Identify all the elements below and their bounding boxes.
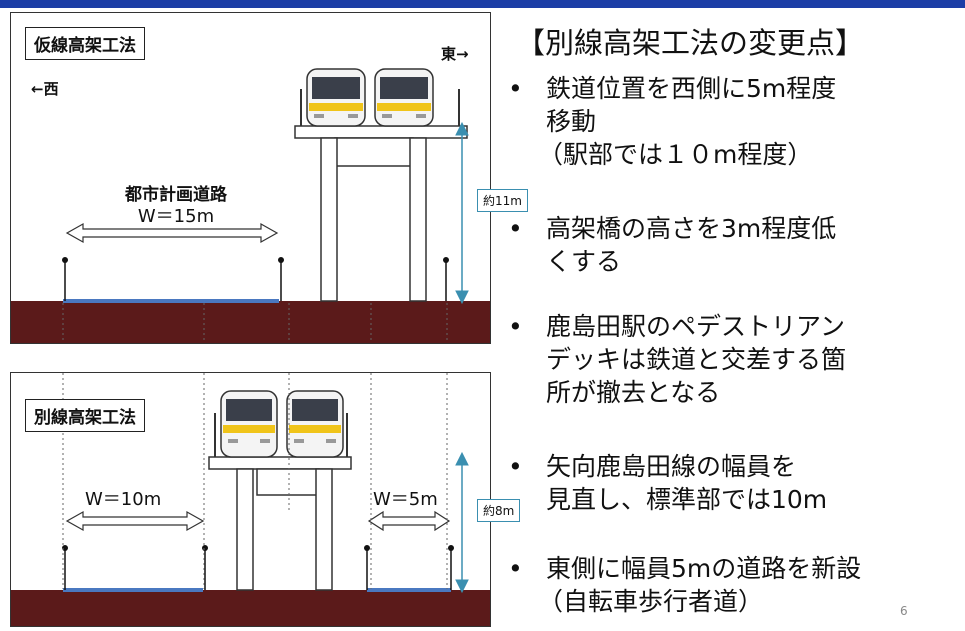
bullet-line: くする — [546, 247, 622, 276]
height-dimension-arrow — [455, 451, 469, 594]
viaduct-beam — [256, 468, 320, 496]
bullet-line: （駅部では１０m程度） — [538, 140, 813, 169]
method-label-temporary: 仮線高架工法 — [25, 27, 145, 60]
train-icon — [306, 68, 366, 127]
bullet-line: 矢向鹿島田線の幅員を — [546, 452, 797, 481]
bullet-mark: • — [508, 214, 523, 243]
bullet-mark: • — [508, 312, 523, 341]
road-width-top: W＝15m — [137, 206, 215, 227]
bullet-line: （自転車歩行者道） — [538, 587, 764, 616]
changes-text-column: 【別線高架工法の変更点】 • 鉄道位置を西側に5m程度 移動 （駅部では１０m程… — [494, 14, 960, 626]
west-direction-label: ←西 — [31, 80, 59, 98]
page-number: 6 — [900, 604, 908, 618]
viaduct-deck — [208, 456, 352, 470]
east-direction-label: 東→ — [441, 45, 469, 63]
road-name: 都市計画道路 W＝15m — [101, 185, 251, 227]
bullet-line: 移動 — [546, 107, 597, 136]
road-name-text: 都市計画道路 — [125, 185, 227, 205]
panel-temporary-line-method: 仮線高架工法 東→ ←西 都市計画道路 W＝15m 約11m — [10, 12, 528, 344]
road-width-arrow-left — [65, 510, 205, 532]
bullet-line: 東側に幅員5mの道路を新設 — [546, 554, 862, 583]
top-cross-section-drawing — [11, 68, 490, 343]
viaduct-pillar-left — [320, 137, 338, 302]
ground-strip — [11, 301, 490, 343]
viaduct-deck — [294, 125, 468, 139]
viaduct-pillar-left — [236, 468, 254, 591]
bullet-line: デッキは鉄道と交差する箇 — [546, 345, 847, 374]
bullet-line: 高架橋の高さを3m程度低 — [546, 214, 837, 243]
bullet-line: 見直し、標準部では10m — [546, 485, 828, 514]
viaduct-pillar-right — [409, 137, 427, 302]
train-icon — [286, 390, 344, 458]
viaduct-beam — [334, 137, 414, 167]
road-width-right: W＝5m — [373, 489, 438, 510]
method-label-separate: 別線高架工法 — [25, 399, 145, 432]
panel-separate-line-method: 別線高架工法 W＝10m W＝5m 約8m — [10, 372, 521, 627]
road-width-left: W＝10m — [85, 489, 162, 510]
bottom-cross-section-drawing — [11, 373, 490, 626]
ground-strip — [11, 590, 490, 626]
road-width-arrow — [65, 222, 279, 244]
height-label-11m: 約11m — [477, 189, 528, 212]
bullet-mark: • — [508, 74, 523, 103]
bullet-line: 所が撤去となる — [546, 378, 721, 407]
slide-title: 【別線高架工法の変更点】 — [516, 26, 865, 60]
bullet-line: 鹿島田駅のペデストリアン — [546, 312, 846, 341]
bullet-mark: • — [508, 452, 523, 481]
bullet-line: 鉄道位置を西側に5m程度 — [546, 74, 837, 103]
viaduct-pillar-right — [315, 468, 333, 591]
train-icon — [374, 68, 434, 127]
height-label-8m: 約8m — [477, 499, 521, 522]
height-dimension-arrow — [455, 121, 469, 305]
bullet-mark: • — [508, 554, 523, 583]
road-width-arrow-right — [367, 510, 451, 532]
train-icon — [220, 390, 278, 458]
header-bar — [0, 0, 965, 8]
